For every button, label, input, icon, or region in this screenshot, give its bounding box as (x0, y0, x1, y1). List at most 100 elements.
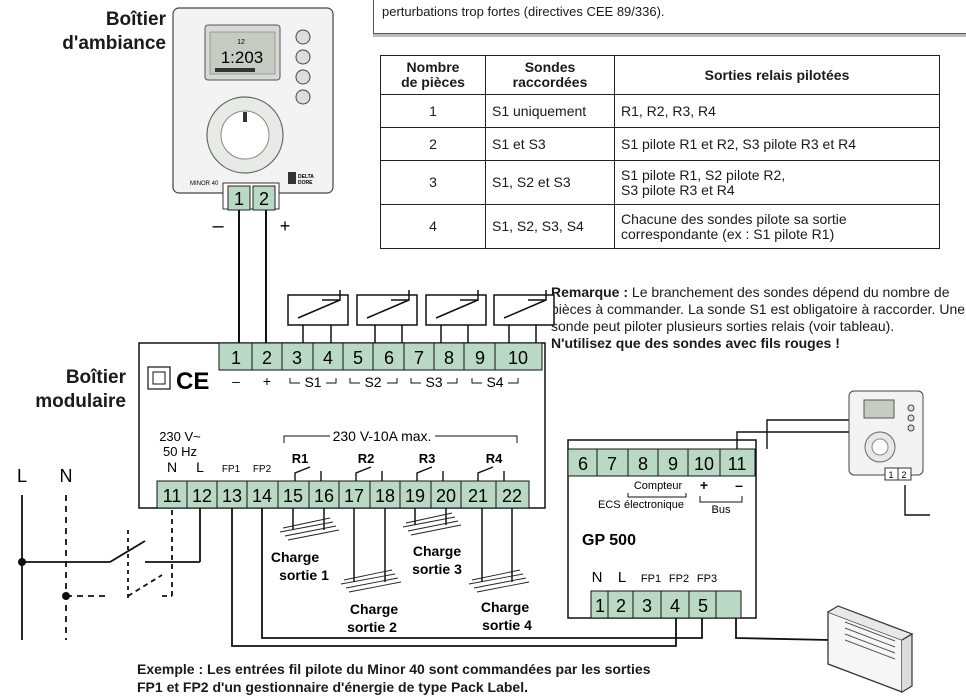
footer-line1: Exemple : Les entrées fil pilote du Mino… (137, 661, 651, 677)
module-terminal-15: 15 (283, 486, 303, 506)
gp500-terminal-8: 8 (638, 454, 648, 474)
relay-r4-label: R4 (486, 451, 503, 466)
table-cell-line: correspondante (ex : S1 pilote R1) (621, 225, 835, 242)
gp500-terminal-10: 10 (694, 454, 714, 474)
table-cell: 4 (380, 204, 486, 249)
thermo-model-label: MINOR 40 (190, 181, 219, 187)
module-terminal-20: 20 (436, 486, 456, 506)
module-terminal-2: 2 (262, 348, 272, 368)
table-cell: S1 et S3 (485, 127, 615, 161)
table-cell: S1 pilote R1, S2 pilote R2,S3 pilote R3 … (614, 160, 940, 205)
thermo-minus: – (212, 215, 224, 237)
gp500-device: 6 7 8 9 10 11 ECS Compteur électronique … (567, 439, 757, 619)
relay-rating: 230 V-10A max. (333, 428, 432, 444)
module-terminal-10: 10 (508, 348, 528, 368)
label-s1: S1 (304, 374, 321, 390)
load-4-label1: Charge (481, 599, 529, 615)
module-terminal-14: 14 (252, 486, 272, 506)
remarque-text: Remarque : Le branchement des sondes dép… (551, 284, 966, 352)
thermo-display-top: 12 (237, 39, 245, 46)
table-cell-line: Chacune des sondes pilote sa sortie (621, 210, 847, 227)
gp500-terminal-11: 11 (728, 454, 747, 474)
module-terminal-6: 6 (384, 348, 394, 368)
radiator-icon (827, 605, 914, 693)
thermo-terminal-2: 2 (259, 189, 269, 209)
table-header: Sorties relais pilotées (614, 55, 940, 95)
module-terminal-13: 13 (222, 486, 242, 506)
module-terminal-16: 16 (314, 486, 334, 506)
gp500-fp1-label: FP1 (641, 573, 661, 585)
thermo-brand-line1: DELTA (298, 174, 314, 180)
load-1-label2: sortie 1 (279, 567, 329, 583)
mains-l-label: L (17, 466, 27, 486)
thermo-terminal-1: 1 (234, 189, 244, 209)
load-4-label2: sortie 4 (482, 617, 532, 633)
small-thermo-terminal-1: 1 (888, 470, 893, 480)
relay-r2-label: R2 (358, 451, 375, 466)
mains-n-label: N (60, 466, 73, 486)
footer-caption: Exemple : Les entrées fil pilote du Mino… (137, 660, 651, 696)
gp500-fp3-label: FP3 (697, 573, 717, 585)
label-ambiance-line2: d'ambiance (62, 33, 166, 54)
gp500-terminal-3: 3 (642, 596, 652, 616)
module-terminal-11: 11 (163, 486, 182, 506)
relay-r3-label: R3 (419, 451, 436, 466)
gp500-compteur-label2: électronique (624, 499, 684, 511)
thermo-brand-line2: DORE (298, 180, 313, 186)
ce-mark: CE (176, 368, 209, 395)
small-thermostat: 1 2 (848, 390, 924, 481)
gp500-terminal-9: 9 (668, 454, 678, 474)
probe-s2 (356, 290, 418, 343)
module-terminal-3: 3 (292, 348, 302, 368)
gp500-bus-label: Bus (712, 504, 731, 516)
probe-s3 (425, 290, 487, 343)
module-terminal-4: 4 (323, 348, 333, 368)
remarque-label: Remarque : (551, 284, 629, 300)
module-minus-label: – (232, 373, 240, 389)
table-row: 3 S1, S2 et S3 S1 pilote R1, S2 pilote R… (380, 160, 940, 205)
module-terminal-21: 21 (468, 486, 488, 506)
fp-wires (231, 508, 831, 647)
module-terminal-17: 17 (344, 486, 364, 506)
supply-frequency: 50 Hz (163, 444, 197, 459)
module-terminal-5: 5 (353, 348, 363, 368)
thermo-display-time: 1:203 (221, 48, 264, 67)
gp500-n-label: N (592, 569, 603, 586)
top-note: perturbations trop fortes (directives CE… (382, 4, 665, 19)
module-box: CE 1 2 3 4 5 6 7 8 9 10 – + S1 S2 S3 S4 (138, 342, 546, 509)
small-thermo-terminal-2: 2 (901, 470, 906, 480)
probes-group (287, 290, 555, 343)
probe-s4 (493, 290, 555, 343)
load-2-label2: sortie 2 (347, 619, 397, 635)
gp500-terminal-1: 1 (595, 596, 605, 616)
probe-s1 (287, 290, 349, 343)
load-2-label1: Charge (350, 601, 398, 617)
mains-wiring (21, 495, 201, 640)
module-terminal-12: 12 (192, 486, 212, 506)
label-boitier-modulaire: Boîtier modulaire (20, 366, 126, 414)
load-3-label1: Charge (413, 543, 461, 559)
gp500-l-label: L (618, 569, 626, 586)
thermostat-wires (238, 210, 267, 343)
module-plus-label: + (263, 373, 271, 389)
gp500-plus: + (700, 477, 708, 493)
module-terminal-1: 1 (231, 348, 241, 368)
label-s2: S2 (364, 374, 381, 390)
gp500-terminal-2: 2 (616, 596, 626, 616)
label-s4: S4 (486, 374, 503, 390)
gp500-ecs-label: ECS (598, 499, 621, 511)
label-ambiance-line1: Boîtier (105, 9, 166, 30)
label-s3: S3 (425, 374, 442, 390)
gp500-terminal-4: 4 (670, 596, 680, 616)
top-note-box: perturbations trop fortes (directives CE… (373, 0, 966, 34)
table-cell: S1 pilote R1 et R2, S3 pilote R3 et R4 (614, 127, 940, 161)
gp500-terminal-7: 7 (607, 454, 617, 474)
label-modulaire-line2: modulaire (35, 391, 126, 412)
gp500-fp2-label: FP2 (669, 573, 689, 585)
fp2-label: FP2 (253, 464, 272, 475)
